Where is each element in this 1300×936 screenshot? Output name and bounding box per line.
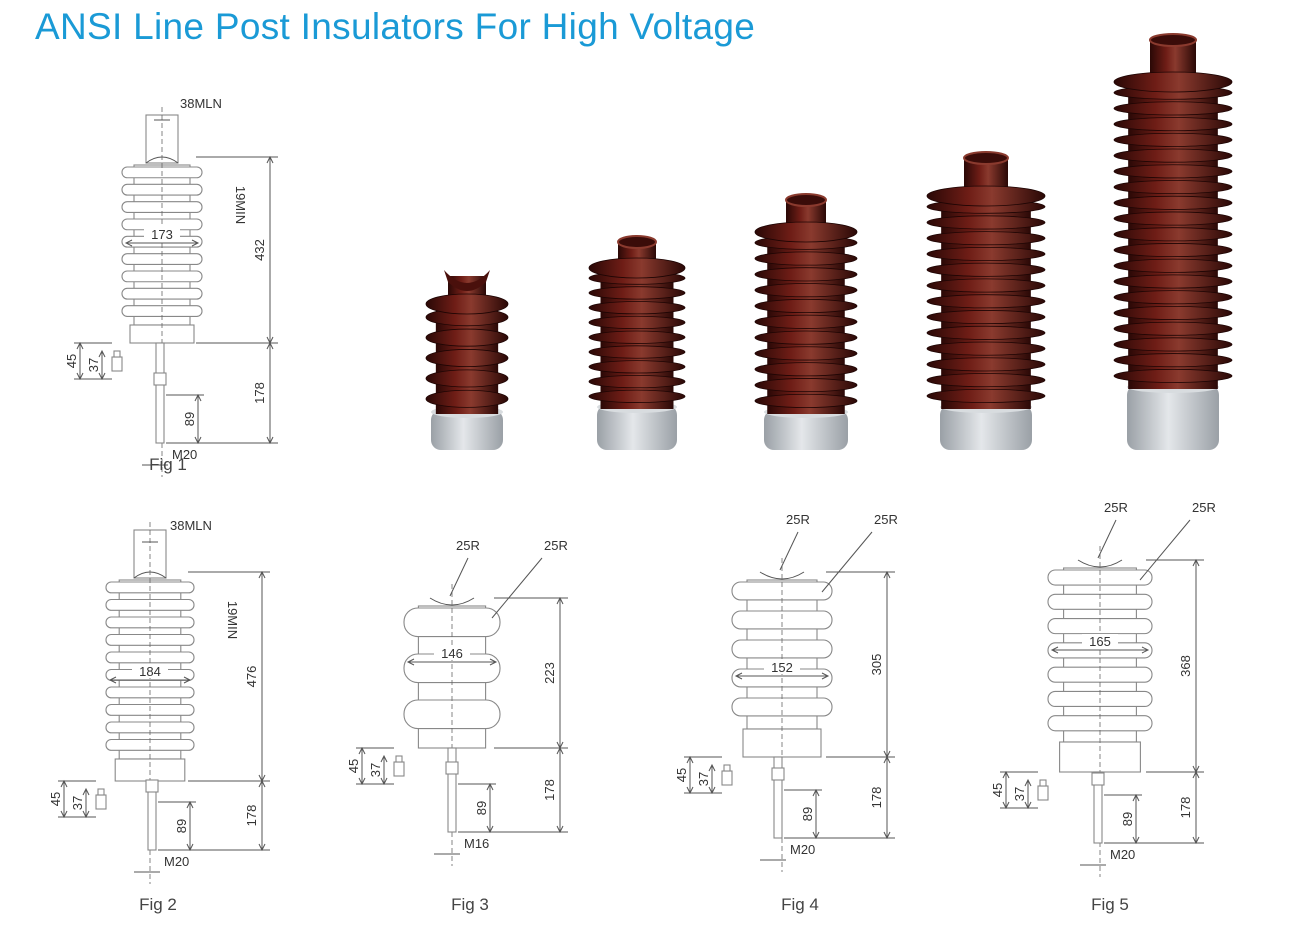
- insulator-photo-5: [1113, 33, 1233, 450]
- figure-caption: Fig 3: [451, 895, 489, 914]
- insulator-photo-2: [588, 235, 686, 450]
- thread-label: M20: [790, 842, 815, 857]
- dim-a-label: 45: [64, 354, 79, 368]
- thread-length-label: 89: [474, 801, 489, 815]
- thread-label: M20: [172, 447, 197, 462]
- radius-b-label: 25R: [1192, 500, 1216, 515]
- insulator-photo-4: [926, 151, 1046, 450]
- thread-length-label: 89: [1120, 812, 1135, 826]
- stud-length-label: 178: [542, 779, 557, 801]
- diameter-label: 173: [151, 227, 173, 242]
- insulator-photo-1: [425, 270, 509, 450]
- dim-b-label: 37: [368, 763, 383, 777]
- thread-length-label: 89: [174, 819, 189, 833]
- height-label: 368: [1178, 655, 1193, 677]
- stud-label: 38MLN: [170, 518, 212, 533]
- thread-label: M20: [1110, 847, 1135, 862]
- height-label: 432: [252, 239, 267, 261]
- height-label: 476: [244, 666, 259, 688]
- stud-length-label: 178: [244, 805, 259, 827]
- figure-caption: Fig 2: [139, 895, 177, 914]
- diameter-label: 165: [1089, 634, 1111, 649]
- diameter-label: 152: [771, 660, 793, 675]
- dim-b-label: 37: [70, 796, 85, 810]
- diameter-label: 146: [441, 646, 463, 661]
- stud-length-label: 178: [252, 382, 267, 404]
- diameter-label: 184: [139, 664, 161, 679]
- top-label: 19MIN: [233, 186, 248, 224]
- radius-b-label: 25R: [544, 538, 568, 553]
- thread-label: M16: [464, 836, 489, 851]
- dim-a-label: 45: [674, 768, 689, 782]
- thread-length-label: 89: [800, 807, 815, 821]
- dim-a-label: 45: [990, 783, 1005, 797]
- height-label: 305: [869, 654, 884, 676]
- dim-b-label: 37: [1012, 787, 1027, 801]
- page-title: ANSI Line Post Insulators For High Volta…: [35, 6, 756, 47]
- figure-caption: Fig 4: [781, 895, 819, 914]
- stud-label: 38MLN: [180, 96, 222, 111]
- height-label: 223: [542, 662, 557, 684]
- insulator-photo-3: [754, 193, 858, 450]
- stud-length-label: 178: [869, 787, 884, 809]
- stud-length-label: 178: [1178, 797, 1193, 819]
- top-label: 19MIN: [225, 601, 240, 639]
- thread-label: M20: [164, 854, 189, 869]
- dim-a-label: 45: [48, 792, 63, 806]
- radius-a-label: 25R: [456, 538, 480, 553]
- dim-b-label: 37: [696, 772, 711, 786]
- figure-caption: Fig 1: [149, 455, 187, 474]
- dim-b-label: 37: [86, 358, 101, 372]
- figure-caption: Fig 5: [1091, 895, 1129, 914]
- radius-a-label: 25R: [786, 512, 810, 527]
- radius-b-label: 25R: [874, 512, 898, 527]
- thread-length-label: 89: [182, 412, 197, 426]
- dim-a-label: 45: [346, 759, 361, 773]
- radius-a-label: 25R: [1104, 500, 1128, 515]
